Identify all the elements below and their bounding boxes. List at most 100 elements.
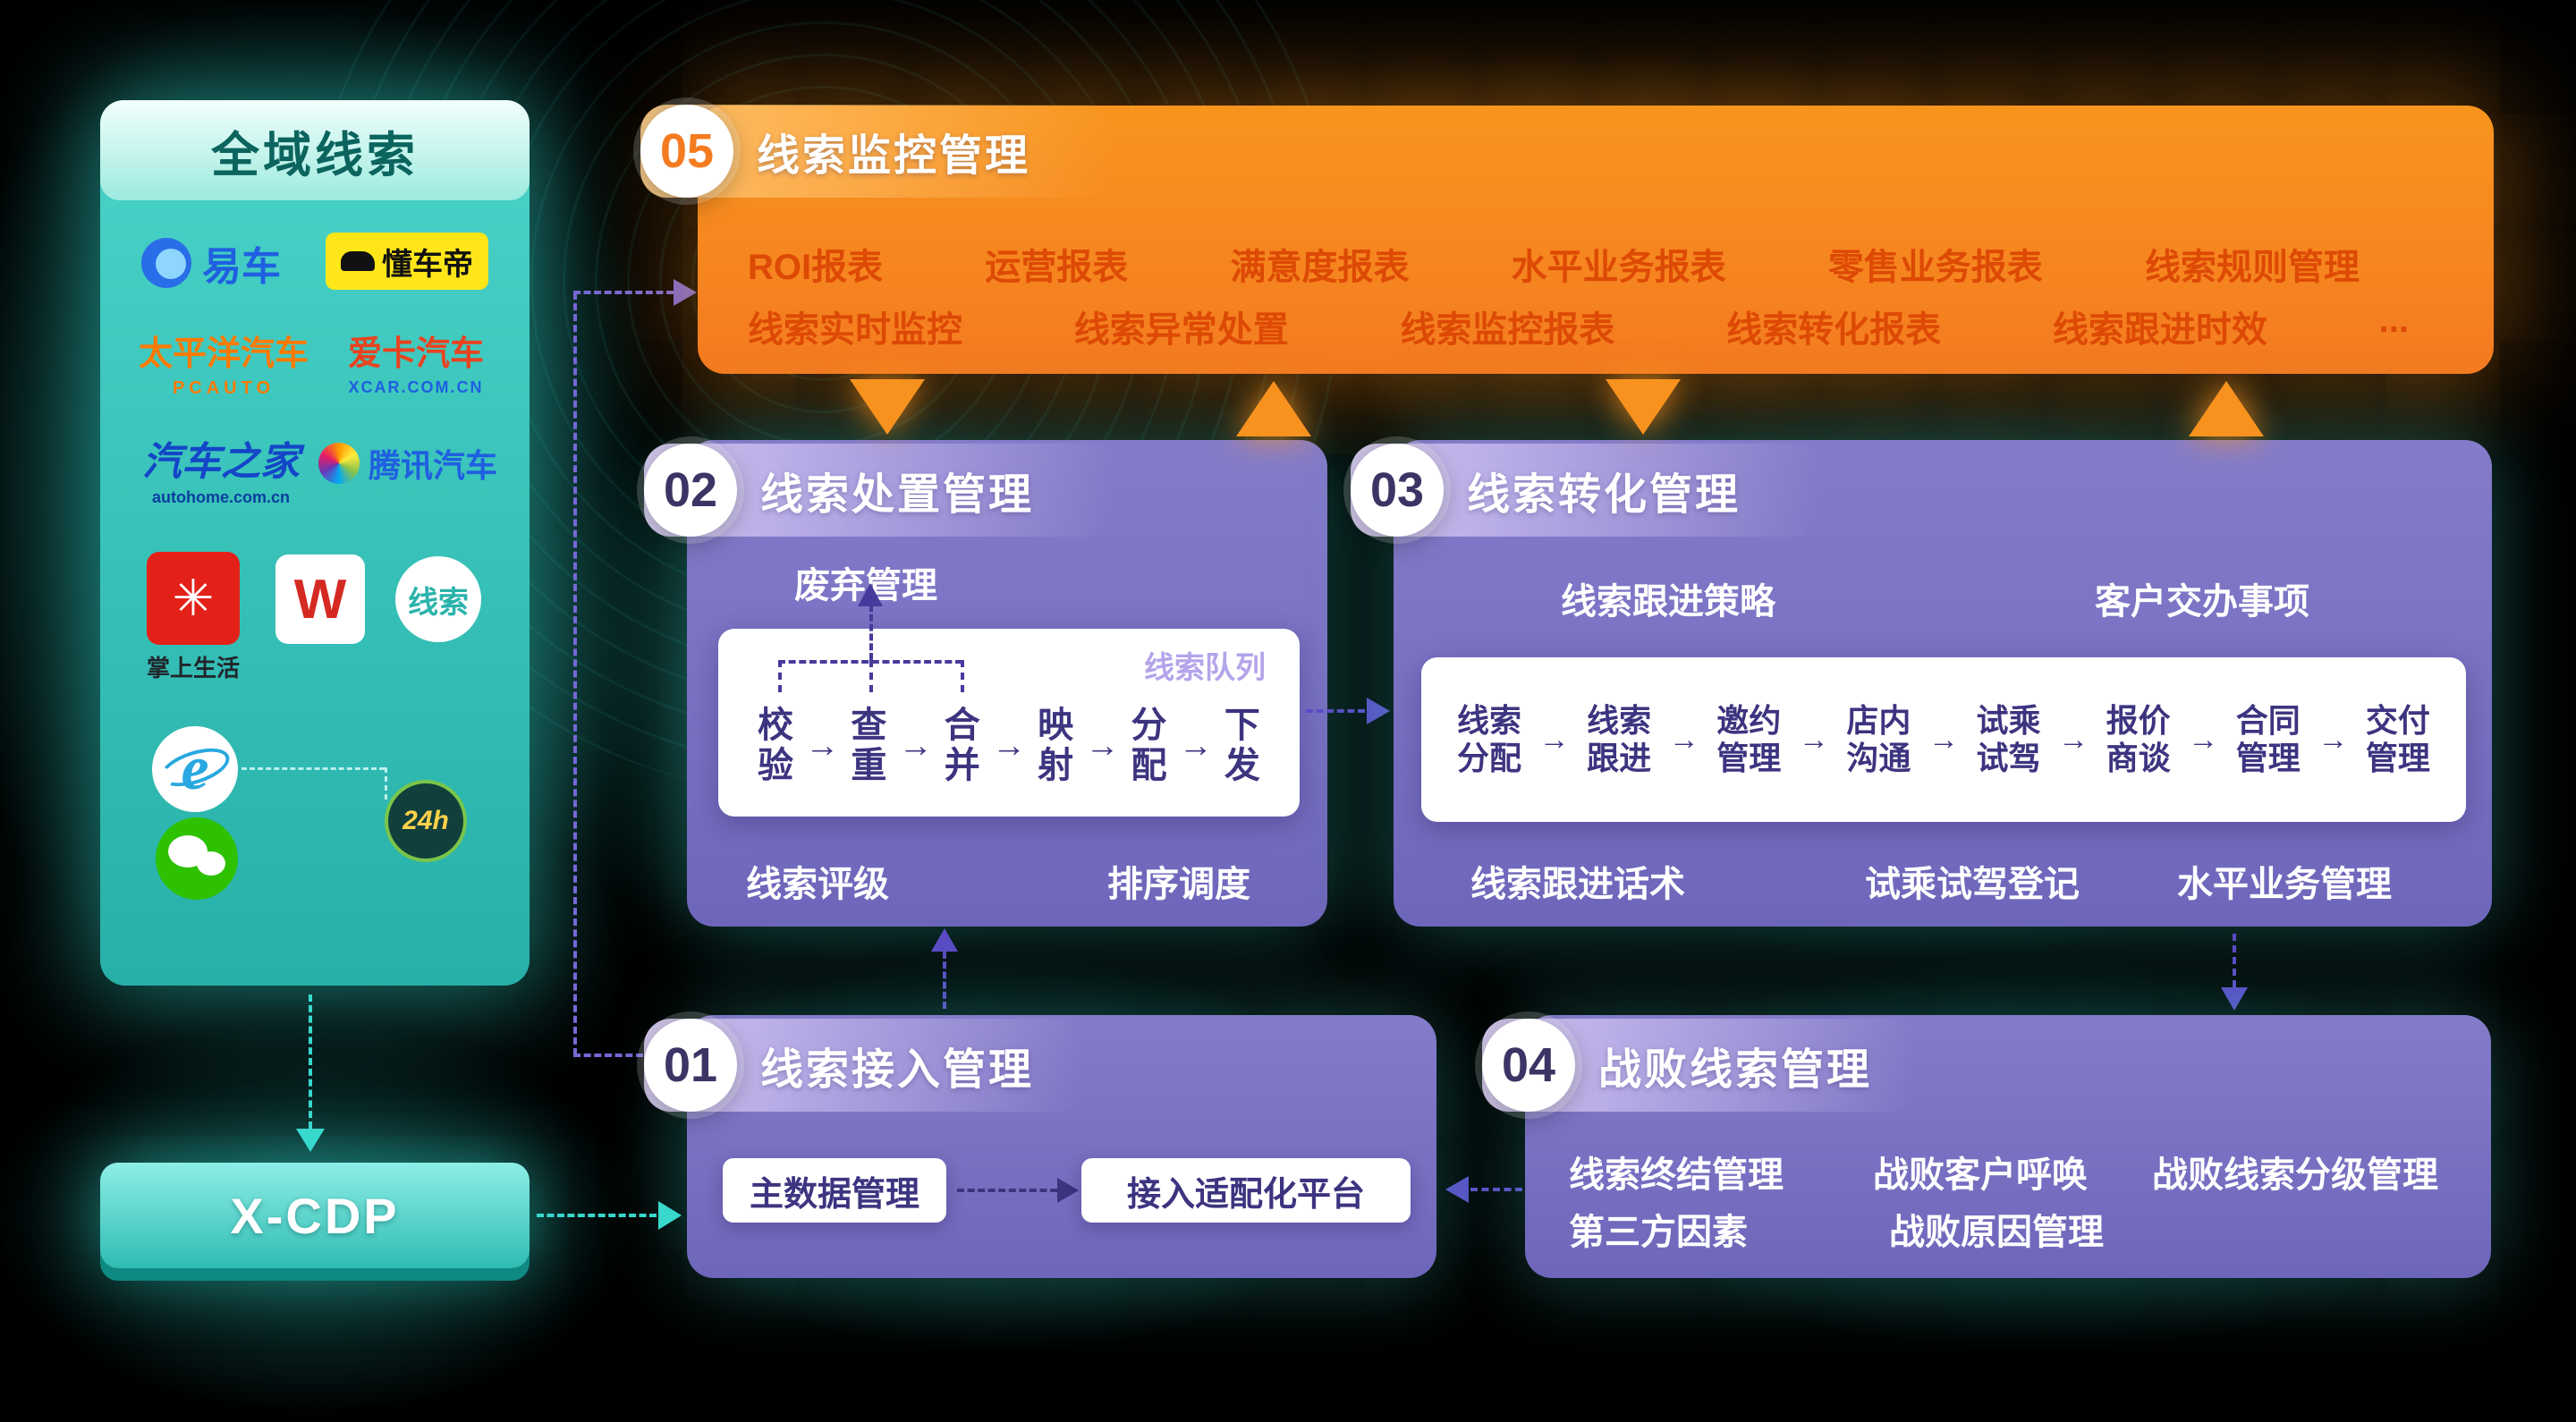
arrow-block01-to-block02-line xyxy=(943,952,946,1009)
queue-step: 合 并 xyxy=(944,706,980,785)
connector-block01-to-block05-vertical xyxy=(573,292,577,1055)
queue-step: 分 配 xyxy=(1131,706,1167,785)
queue-step: 下 发 xyxy=(1224,706,1260,785)
logo-pcauto: 太平洋汽车 PCAUTO xyxy=(136,326,311,399)
sidebar-title: 全域线索 xyxy=(100,100,530,200)
monitoring-item: ... xyxy=(2378,300,2409,340)
sidebar-connector-line xyxy=(385,767,387,800)
horizontal-business-label: 水平业务管理 xyxy=(2177,865,2392,904)
arrow-xcdp-to-block01-head xyxy=(658,1201,682,1230)
customer-tasks-label: 客户交办事项 xyxy=(2095,582,2309,622)
logo-xcar: 爱卡汽车 XCAR.COM.CN xyxy=(331,326,501,397)
wechat-icon xyxy=(156,817,238,900)
queue-step: 查 重 xyxy=(851,706,887,785)
discard-bracket-stub xyxy=(869,660,873,692)
logo-xcar-en: XCAR.COM.CN xyxy=(348,378,484,396)
logo-pcauto-cn: 太平洋汽车 xyxy=(138,335,309,373)
conversion-step: 报价 商谈 xyxy=(2106,701,2171,776)
ie-letter: e xyxy=(181,734,209,803)
monitoring-item: 线索监控报表 xyxy=(1400,310,1615,350)
block04-title: 战败线索管理 xyxy=(1598,1046,1873,1094)
arrow-xcdp-to-block01-line xyxy=(537,1214,657,1217)
block03-title: 线索转化管理 xyxy=(1467,471,1741,519)
logo-yiche-label: 易车 xyxy=(202,245,281,289)
conversion-step: 店内 沟通 xyxy=(1846,701,1911,776)
arrow-sidebar-to-xcdp-head xyxy=(296,1129,325,1152)
arrow-sidebar-to-xcdp-line xyxy=(309,995,312,1129)
logo-zhangshang-shenghuo: ✳ 掌上生活 xyxy=(143,552,243,683)
third-party-factor-label: 第三方因素 xyxy=(1569,1213,1748,1252)
arrow-block04-to-block01-head xyxy=(1445,1176,1469,1203)
orange-arrow-down-to-block03 xyxy=(1606,379,1681,435)
monitoring-item: 线索规则管理 xyxy=(2144,248,2360,287)
logo-dongchedi-label: 懂车帝 xyxy=(382,247,473,282)
orange-arrow-up-from-block02 xyxy=(1236,381,1311,436)
step-arrow-icon: → xyxy=(1085,726,1120,765)
arrow-block03-to-block04-head xyxy=(2221,987,2248,1011)
sidebar-connector-line xyxy=(242,767,385,770)
block01-badge: 01 xyxy=(644,1019,737,1112)
block-lead-conversion: 线索跟进策略 客户交办事项 线索 分配 → 线索 跟进 → 邀约 管理 → 店内… xyxy=(1394,440,2492,927)
step-arrow-icon: → xyxy=(2188,722,2219,757)
arrow-masterdata-to-adapter-line xyxy=(957,1189,1057,1192)
orange-arrow-down-to-block02 xyxy=(850,379,925,435)
step-arrow-icon: → xyxy=(898,726,933,765)
connector-block05-head xyxy=(674,279,697,306)
sidebar-omni-leads: 全域线索 易车 懂车帝 太平洋汽车 PCAUTO 爱卡汽车 XCAR.COM.C… xyxy=(100,100,530,986)
conversion-steps-box: 线索 分配 → 线索 跟进 → 邀约 管理 → 店内 沟通 → 试乘 试驾 → … xyxy=(1421,657,2466,822)
logo-zhangshang-label: 掌上生活 xyxy=(146,655,240,681)
monitoring-row-2: 线索实时监控 线索异常处置 线索监控报表 线索转化报表 线索跟进时效 ... xyxy=(748,300,2409,352)
conversion-step: 合同 管理 xyxy=(2235,701,2301,776)
step-arrow-icon: → xyxy=(1538,722,1570,757)
conversion-step: 试乘 试驾 xyxy=(1976,701,2041,776)
monitoring-item: 水平业务报表 xyxy=(1511,248,1726,287)
lead-queue-box: 线索队列 校 验 → 查 重 → 合 并 → 映 射 → 分 配 → 下 发 xyxy=(718,629,1300,817)
testdrive-register-label: 试乘试驾登记 xyxy=(1865,865,2080,904)
conversion-step: 邀约 管理 xyxy=(1716,701,1782,776)
monitoring-row-1: ROI报表 运营报表 满意度报表 水平业务报表 零售业务报表 线索规则管理 xyxy=(748,238,2360,290)
car-icon xyxy=(341,251,375,271)
queue-step: 校 验 xyxy=(758,706,793,785)
step-arrow-icon: → xyxy=(1798,722,1829,757)
logo-tencent-auto: 腾讯汽车 xyxy=(318,440,497,487)
monitoring-item: 线索转化报表 xyxy=(1726,310,1942,350)
ie-browser-icon: e xyxy=(152,726,238,812)
monitoring-item: 线索异常处置 xyxy=(1073,310,1289,350)
arrow-block02-to-block03-head xyxy=(1367,698,1390,724)
step-arrow-icon: → xyxy=(2318,722,2349,757)
flower-icon: ✳ xyxy=(147,552,240,645)
step-arrow-icon: → xyxy=(1178,726,1213,765)
connector-block01-stub xyxy=(573,1054,643,1057)
block05-badge: 05 xyxy=(640,105,733,198)
arrow-masterdata-to-adapter-head xyxy=(1057,1178,1079,1203)
lead-rating-label: 线索评级 xyxy=(746,865,889,904)
arrow-block02-to-block03-line xyxy=(1306,709,1365,713)
block01-title: 线索接入管理 xyxy=(760,1046,1035,1094)
block04-badge: 04 xyxy=(1482,1019,1575,1112)
logo-dongchedi: 懂车帝 xyxy=(326,233,488,290)
sort-scheduling-label: 排序调度 xyxy=(1107,865,1250,904)
arrow-block04-to-block01-line xyxy=(1470,1188,1522,1191)
discard-bracket-stub xyxy=(778,660,782,692)
conversion-step: 交付 管理 xyxy=(2365,701,2430,776)
monitoring-item: 线索跟进时效 xyxy=(2052,310,2267,350)
conversion-step: 线索 分配 xyxy=(1456,701,1521,776)
block02-title: 线索处置管理 xyxy=(760,471,1035,519)
step-arrow-icon: → xyxy=(1668,722,1699,757)
monitoring-item: ROI报表 xyxy=(748,248,884,287)
arrow-block01-to-block02-head xyxy=(931,928,958,952)
monitoring-item: 零售业务报表 xyxy=(1827,248,2043,287)
follow-strategy-label: 线索跟进策略 xyxy=(1561,582,1775,622)
step-arrow-icon: → xyxy=(805,726,840,765)
logo-w: W xyxy=(275,554,365,644)
arrow-block03-to-block04-line xyxy=(2233,934,2236,987)
lead-queue-label: 线索队列 xyxy=(1144,651,1266,685)
logo-autohome: 汽车之家 autohome.com.cn xyxy=(125,429,317,507)
lead-termination-label: 线索终结管理 xyxy=(1569,1155,1784,1195)
lost-lead-grading-label: 战败线索分级管理 xyxy=(2152,1155,2438,1195)
conversion-step: 线索 跟进 xyxy=(1587,701,1652,776)
block03-badge: 03 xyxy=(1351,444,1444,537)
master-data-box: 主数据管理 xyxy=(723,1158,946,1223)
conversion-steps: 线索 分配 → 线索 跟进 → 邀约 管理 → 店内 沟通 → 试乘 试驾 → … xyxy=(1453,657,2434,822)
discard-bracket-stub xyxy=(961,660,964,692)
